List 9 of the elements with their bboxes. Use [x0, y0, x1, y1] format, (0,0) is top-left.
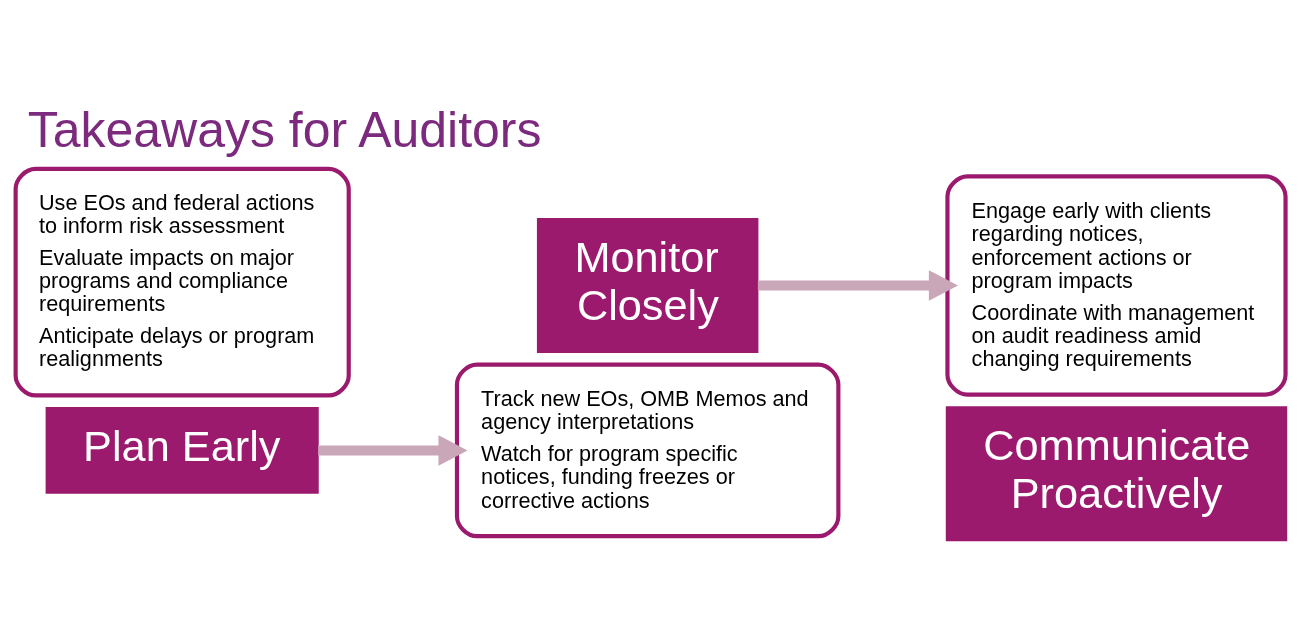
- arrow: [318, 434, 468, 466]
- node-box: Track new EOs, OMB Memos and agency interpretations Watch for program specific notices, funding freezes or corrective actions: [454, 362, 841, 538]
- diagram-title: Takeaways for Auditors: [27, 101, 542, 158]
- arrow: [757, 269, 958, 301]
- node-box: Communicate Proactively: [945, 405, 1288, 541]
- node-box: Engage early with clients regarding notices, enforcement actions or program impacts Coordinate with management on audit readiness amid changing requirements: [945, 173, 1288, 397]
- node-box: Plan Early: [45, 406, 319, 494]
- node-box: Use EOs and federal actions to inform risk assessment Evaluate impacts on major programs and compliance requirements Anticipate delays or program realignments: [13, 166, 351, 397]
- node-box: Monitor Closely: [536, 217, 759, 353]
